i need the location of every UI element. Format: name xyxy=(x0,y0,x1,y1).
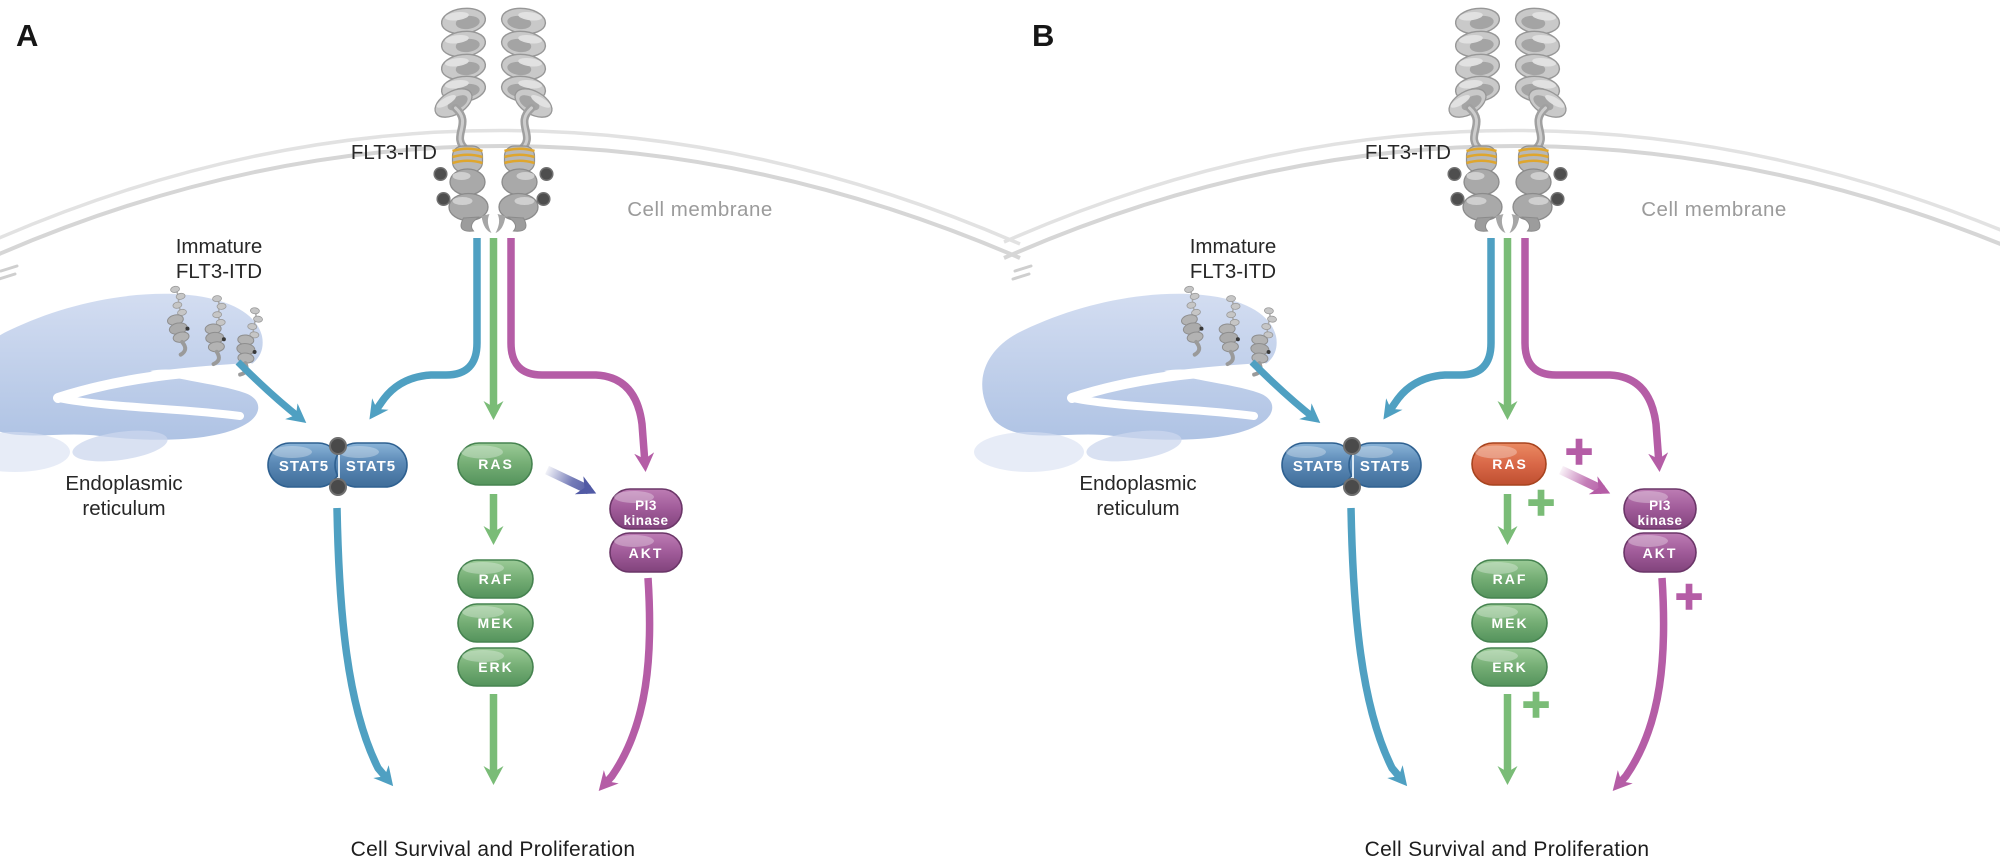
mek-label: MEK xyxy=(477,615,514,631)
immature-label-line2: FLT3-ITD xyxy=(1190,260,1276,283)
immature-label-line1: Immature xyxy=(176,235,263,258)
panel-b-artwork xyxy=(974,6,2000,785)
immature-label-line1: Immature xyxy=(1190,235,1277,258)
receptor-label: FLT3-ITD xyxy=(351,141,437,164)
receptor-label: FLT3-ITD xyxy=(1365,141,1451,164)
node-ras-active xyxy=(1471,442,1547,486)
activation-plus-ras-pi3k: + xyxy=(1565,426,1593,479)
stat5-right-label: STAT5 xyxy=(346,458,396,475)
er-label-line2: reticulum xyxy=(1096,497,1179,520)
pi3k-label-line1: PI3 xyxy=(635,498,657,513)
raf-label: RAF xyxy=(479,571,514,587)
erk-label: ERK xyxy=(1492,659,1528,675)
mek-label: MEK xyxy=(1491,615,1528,631)
activation-plus-akt: + xyxy=(1675,571,1703,624)
panel-label: B xyxy=(1032,18,1054,53)
stat5-right-label: STAT5 xyxy=(1360,458,1410,475)
node-ras xyxy=(457,442,533,486)
cell-membrane-label: Cell membrane xyxy=(627,198,773,221)
erk-label: ERK xyxy=(478,659,514,675)
pi3k-label-line2: kinase xyxy=(623,513,668,528)
panel-label: A xyxy=(16,18,38,53)
akt-label: AKT xyxy=(629,545,664,561)
pi3k-label-line1: PI3 xyxy=(1649,498,1671,513)
ras-label: RAS xyxy=(478,456,514,472)
akt-label: AKT xyxy=(1643,545,1678,561)
outcome-label: Cell Survival and Proliferation xyxy=(351,838,636,861)
ras-label: RAS xyxy=(1492,456,1528,472)
arrow-ras-to-pi3k xyxy=(1559,465,1611,495)
er-label-line1: Endoplasmic xyxy=(1079,472,1196,495)
arrow-ras-to-pi3k xyxy=(545,465,597,495)
er-label-line2: reticulum xyxy=(82,497,165,520)
activation-plus-erk: + xyxy=(1522,679,1550,732)
er-label-line1: Endoplasmic xyxy=(65,472,182,495)
cell-membrane-label: Cell membrane xyxy=(1641,198,1787,221)
pi3k-label-line2: kinase xyxy=(1637,513,1682,528)
activation-plus-ras-raf: + xyxy=(1527,477,1555,530)
panel-b: B FLT3-ITD Cell membrane Immature FLT3-I… xyxy=(974,6,2000,861)
outcome-label: Cell Survival and Proliferation xyxy=(1365,838,1650,861)
panel-a: A FLT3-ITD Cell membrane Immature FLT3-I… xyxy=(0,6,1020,861)
immature-label-line2: FLT3-ITD xyxy=(176,260,262,283)
stat5-left-label: STAT5 xyxy=(1293,458,1343,475)
raf-label: RAF xyxy=(1493,571,1528,587)
stat5-left-label: STAT5 xyxy=(279,458,329,475)
